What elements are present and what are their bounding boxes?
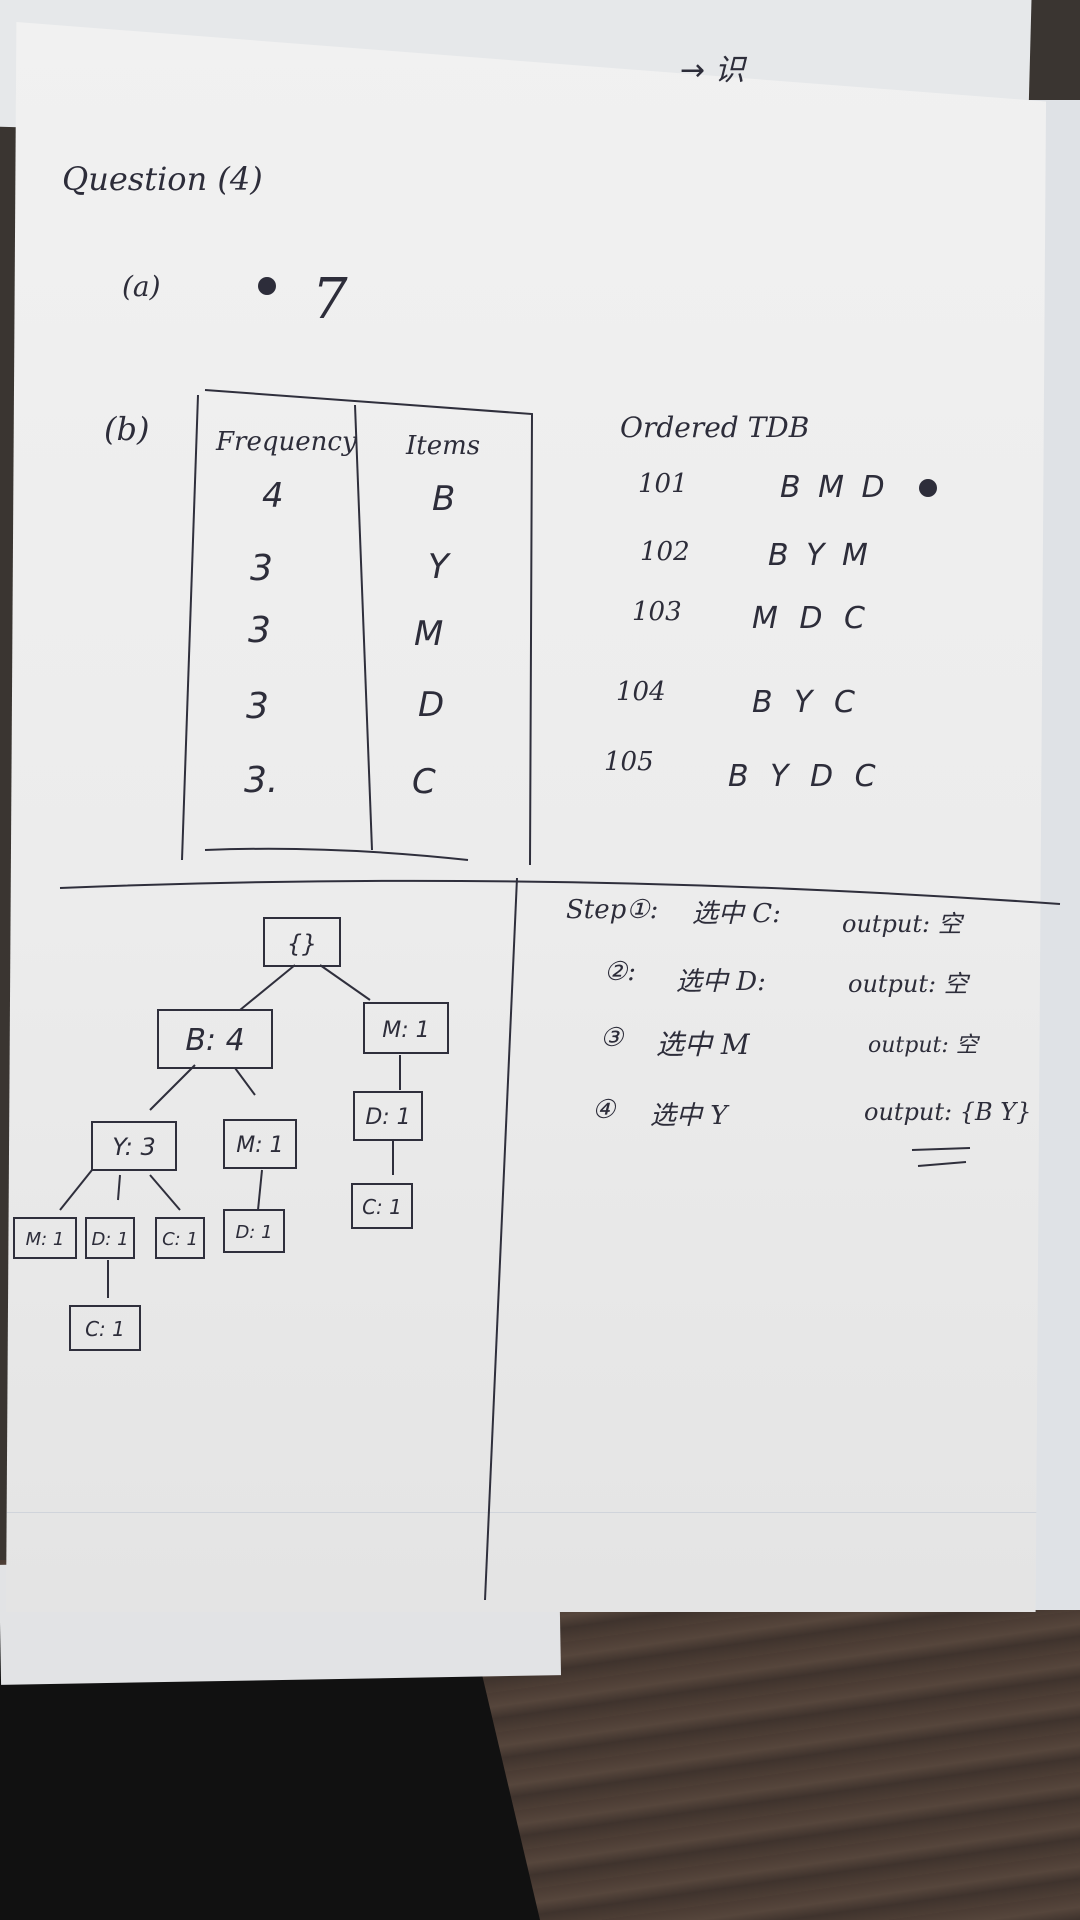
step-action: 选中 Y bbox=[650, 1101, 730, 1131]
tdb-items: B Y C bbox=[752, 685, 861, 720]
table-header-frequency: Frequency bbox=[215, 427, 357, 457]
step-action: 选中 M bbox=[656, 1028, 751, 1061]
double-underline bbox=[911, 1147, 971, 1167]
part-a-answer: 7 bbox=[312, 267, 348, 332]
tree-node-d-low: D: 1 bbox=[91, 1229, 128, 1250]
horizontal-divider bbox=[59, 879, 1061, 905]
tdb-items: M D C bbox=[752, 601, 871, 636]
tree-node-m-mid: M: 1 bbox=[236, 1133, 283, 1158]
step-output: output: 空 bbox=[848, 970, 971, 998]
ink-blot-icon bbox=[919, 479, 937, 497]
step-action: 选中 C: bbox=[692, 899, 781, 929]
step-label: ③ bbox=[600, 1023, 625, 1053]
question-title: Question (4) bbox=[62, 160, 263, 198]
freq-cell: 3 bbox=[250, 548, 273, 589]
ordered-tdb-title: Ordered TDB bbox=[620, 411, 809, 444]
tree-node-c-right: C: 1 bbox=[362, 1195, 402, 1219]
mining-steps: Step①: 选中 C: output: 空 ②: 选中 D: output: … bbox=[566, 895, 1031, 1167]
item-cell: Y bbox=[428, 547, 451, 587]
frequency-table: Frequency Items 4 B 3 Y 3 M 3 D 3. C bbox=[181, 389, 534, 866]
tree-node-m-low: M: 1 bbox=[26, 1229, 65, 1250]
tree-node-b: B: 4 bbox=[185, 1023, 244, 1058]
step-label: ②: bbox=[604, 957, 636, 987]
step-output: output: 空 bbox=[868, 1033, 981, 1058]
vertical-divider bbox=[484, 877, 518, 1601]
part-a-label: (a) bbox=[122, 270, 161, 303]
step-label: ④ bbox=[592, 1095, 617, 1125]
tdb-tid: 104 bbox=[616, 677, 666, 707]
item-cell: C bbox=[412, 762, 436, 802]
tdb-tid: 102 bbox=[640, 537, 690, 567]
step-output: output: 空 bbox=[842, 910, 965, 938]
part-b-label: (b) bbox=[104, 410, 149, 448]
item-cell: B bbox=[432, 479, 455, 519]
tdb-items: B Y D C bbox=[728, 759, 882, 794]
ordered-tdb: Ordered TDB 101 B M D 102 B Y M 103 M D … bbox=[604, 411, 937, 794]
step-action: 选中 D: bbox=[676, 967, 766, 997]
fp-tree: {} B: 4 M: 1 Y: 3 M: 1 D: 1 C: 1 M: 1 D:… bbox=[13, 917, 449, 1351]
tdb-items: B M D bbox=[780, 470, 889, 505]
table-header-items: Items bbox=[405, 431, 480, 461]
tdb-items: B Y M bbox=[768, 538, 872, 573]
handwritten-page bbox=[6, 22, 1046, 1612]
tree-node-c-bottom: C: 1 bbox=[85, 1317, 125, 1341]
ink-blot-icon bbox=[258, 277, 276, 295]
top-scrap-text: → 识 bbox=[680, 53, 748, 88]
step-label: Step①: bbox=[566, 895, 658, 925]
tdb-tid: 103 bbox=[632, 597, 682, 627]
freq-cell: 3 bbox=[248, 610, 271, 651]
tree-node-root: {} bbox=[287, 930, 318, 958]
tree-node-d-mid: D: 1 bbox=[235, 1222, 272, 1243]
tdb-tid: 105 bbox=[604, 747, 654, 777]
item-cell: M bbox=[414, 614, 443, 654]
step-output: output: {B Y} bbox=[864, 1098, 1031, 1126]
freq-cell: 4 bbox=[262, 476, 284, 516]
freq-cell: 3 bbox=[246, 686, 269, 727]
freq-cell: 3. bbox=[244, 760, 278, 801]
tree-node-c-low: C: 1 bbox=[162, 1229, 198, 1250]
tree-node-y: Y: 3 bbox=[112, 1133, 156, 1161]
item-cell: D bbox=[418, 685, 444, 725]
tdb-tid: 101 bbox=[638, 469, 688, 499]
tree-node-d-right: D: 1 bbox=[365, 1105, 410, 1130]
tree-node-m-top: M: 1 bbox=[382, 1018, 429, 1043]
